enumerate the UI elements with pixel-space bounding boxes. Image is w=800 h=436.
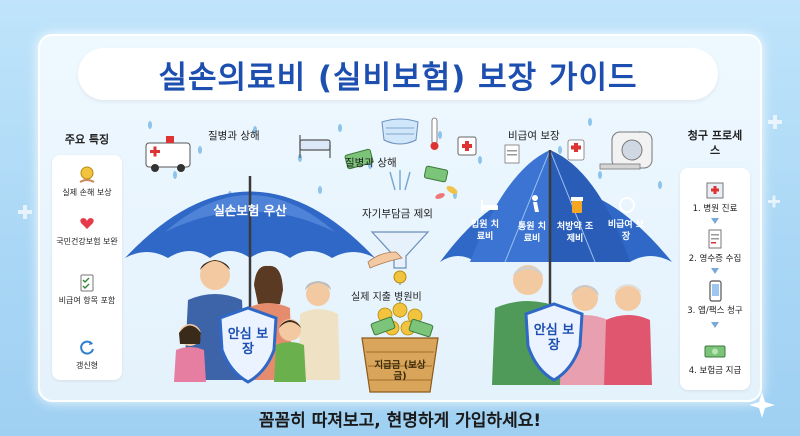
umbrella-section-non-covered: 비급여 보장 [607,220,645,242]
step-label: 2. 영수증 수집 [688,254,742,264]
step-label: 1. 병원 진료 [692,204,738,214]
bill-icon [408,318,434,338]
step-label: 4. 보험금 지급 [688,366,742,376]
walking-person-icon [532,195,539,212]
feature-item: 비급여 항목 포함 [52,273,122,306]
pills-icon [435,186,458,199]
right-umbrella [440,149,672,350]
feature-item: 갱신형 [52,338,122,371]
footer-message: 꼼꼼히 따져보고, 현명하게 가입하세요! [258,411,542,431]
deductible-label: 자기부담금 제외 [362,208,433,220]
step-arrow-icon [711,322,719,328]
step-label: 3. 앱/팩스 청구 [687,306,743,316]
rain-drops [148,118,662,199]
step-arrow-icon [711,268,719,274]
basket-label: 지급금 (보상금) [374,360,426,382]
hand-icon [367,251,403,269]
right-shield [524,302,584,382]
claim-step: 1. 병원 진료 [680,178,750,214]
document-icon [504,139,585,164]
sparkle-icon [749,392,775,418]
umbrella-label: 실손보험 우산 [213,203,287,218]
top-right-label: 비급여 보장 [508,130,560,142]
title-banner: 실손의료비 (실비보험) 보장 가이드 [78,48,718,100]
money-icon [704,345,726,358]
medical-scanner-icon [619,197,635,213]
hospital-icon [706,182,724,199]
phone-app-icon [709,280,722,302]
left-family [174,260,340,382]
basket-icon [361,337,439,393]
claim-step: 4. 보험금 지급 [680,340,750,376]
mid-left-label: 질병과 상해 [345,157,397,169]
umbrella-section-prescription: 처방약 조제비 [556,222,594,244]
medicine-box-icon [457,136,477,156]
coin-icon [393,270,407,284]
claim-step: 3. 앱/팩스 청구 [680,280,750,316]
top-left-label: 질병과 상해 [208,130,260,142]
decor-crosses [18,115,782,219]
thermometer-icon [430,117,439,150]
hospital-bed-icon [299,135,331,158]
heart-hand-icon [80,218,94,229]
page-title: 실손의료비 (실비보험) 보장 가이드 [158,59,638,96]
bill-icon [370,316,396,336]
features-heading: 주요 특징 [64,133,110,146]
expense-label: 실제 지출 병원비 [351,292,422,303]
refresh-icon [80,340,94,355]
claim-step: 2. 영수증 수집 [680,228,750,264]
coin-hand-icon [79,166,95,183]
right-shield-label: 안심 보장 [533,323,575,353]
feature-item: 국민건강보험 보완 [52,214,122,247]
mask-icon [381,118,419,145]
feature-label: 실제 손해 보상 [62,188,112,197]
mri-machine-icon [599,131,653,170]
medicine-bottle-icon [571,197,583,213]
claim-process-heading: 청구 프로세스 [687,129,743,157]
umbrella-section-inpatient: 입원 치료비 [471,220,499,242]
money-bills-icon [344,148,449,183]
feature-label: 비급여 항목 포함 [58,296,116,305]
left-shield-label: 안심 보장 [227,327,269,357]
feature-label: 국민건강보험 보완 [56,237,118,246]
checklist-icon [80,274,94,292]
ambulance-icon [145,136,191,172]
step-arrow-icon [711,218,719,224]
receipt-icon [708,229,722,249]
feature-label: 갱신형 [75,361,99,370]
bed-icon [481,200,498,212]
left-shield [218,306,278,384]
umbrella-section-outpatient: 통원 치료비 [518,222,546,244]
feature-item: 실제 손해 보상 [52,165,122,198]
